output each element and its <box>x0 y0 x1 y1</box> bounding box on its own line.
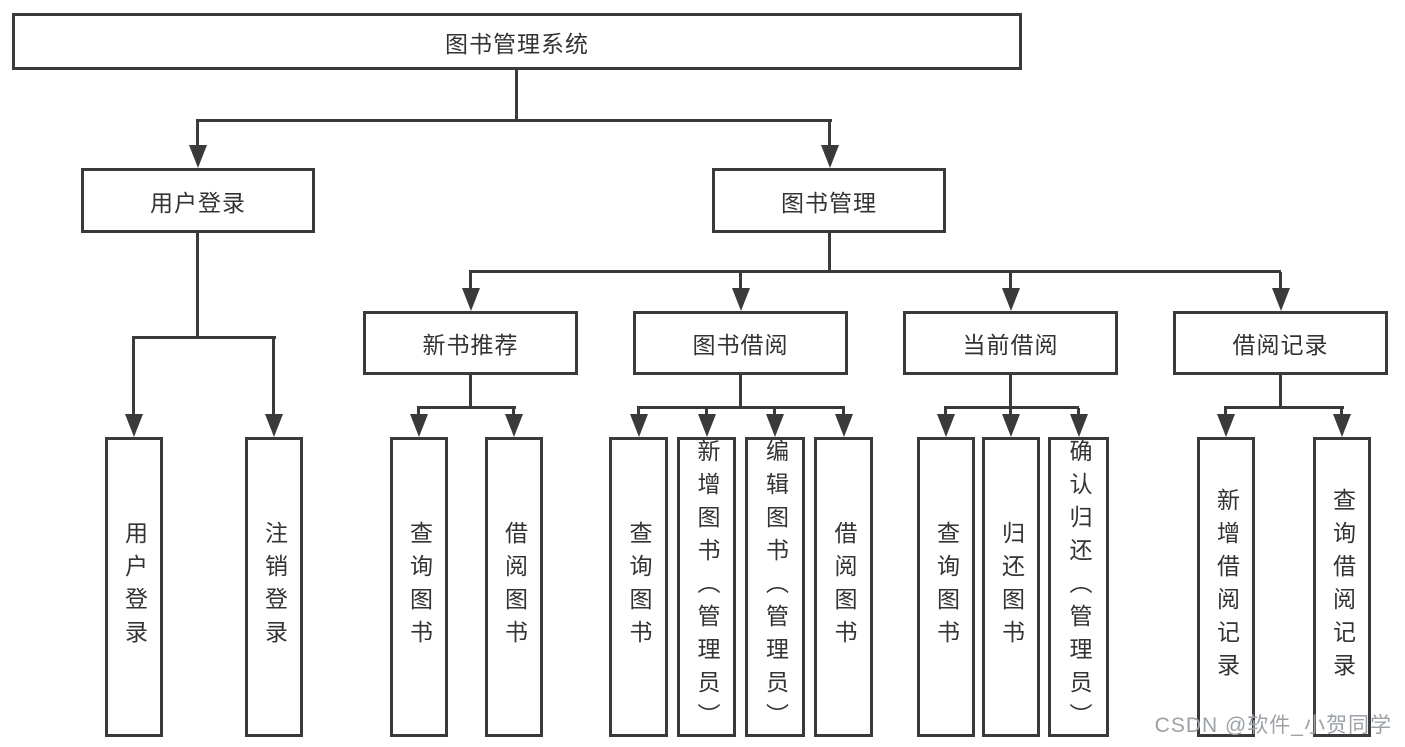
connector-line <box>637 406 845 409</box>
connector-line <box>1077 408 1080 416</box>
connector-line <box>469 375 472 407</box>
node-book-borrow: 图书借阅 <box>633 311 848 375</box>
node-root: 图书管理系统 <box>12 13 1022 70</box>
node-book-management: 图书管理 <box>712 168 946 233</box>
leaf-edit-books-admin: 编辑图书（管理员） <box>745 437 805 737</box>
connector-line <box>1340 408 1343 416</box>
arrowhead-down-icon <box>732 288 750 311</box>
connector-line <box>469 272 472 290</box>
arrowhead-down-icon <box>1002 414 1020 437</box>
node-label: 图书借阅 <box>692 332 789 358</box>
leaf-user-login: 用户登录 <box>105 437 163 737</box>
arrowhead-down-icon <box>766 414 784 437</box>
arrowhead-down-icon <box>937 414 955 437</box>
connector-line <box>842 408 845 416</box>
node-label: 借阅记录 <box>1232 332 1329 358</box>
connector-line <box>828 233 831 271</box>
arrowhead-down-icon <box>462 288 480 311</box>
leaf-label: 新增借阅记录 <box>1213 488 1240 686</box>
arrowhead-down-icon <box>189 145 207 168</box>
connector-line <box>739 272 742 290</box>
connector-line <box>1009 408 1012 416</box>
leaf-label: 查询借阅记录 <box>1329 488 1356 686</box>
leaf-label: 借阅图书 <box>501 521 528 653</box>
connector-line <box>196 121 199 147</box>
leaf-logout: 注销登录 <box>245 437 303 737</box>
node-label: 图书管理 <box>781 189 877 216</box>
connector-line <box>1224 408 1227 416</box>
arrowhead-down-icon <box>1217 414 1235 437</box>
connector-line <box>1279 272 1282 290</box>
leaf-add-borrow-record: 新增借阅记录 <box>1197 437 1255 737</box>
connector-line <box>705 408 708 416</box>
leaf-label: 查询图书 <box>406 521 433 653</box>
connector-line <box>944 408 947 416</box>
connector-line <box>739 375 742 407</box>
connector-line <box>828 121 831 147</box>
connector-line <box>1009 272 1012 290</box>
connector-line <box>469 270 1281 273</box>
leaf-borrow-books-recommend: 借阅图书 <box>485 437 543 737</box>
leaf-add-books-admin: 新增图书（管理员） <box>677 437 736 737</box>
leaf-label: 新增图书（管理员） <box>694 438 720 736</box>
leaf-label: 注销登录 <box>261 521 288 653</box>
connector-line <box>196 119 832 122</box>
node-user-login: 用户登录 <box>81 168 315 233</box>
leaf-label: 查询图书 <box>626 521 652 653</box>
node-label: 图书管理系统 <box>445 30 589 57</box>
leaf-query-books-current: 查询图书 <box>917 437 975 737</box>
connector-line <box>132 336 276 339</box>
connector-line <box>1009 375 1012 407</box>
connector-line <box>515 70 518 119</box>
leaf-label: 用户登录 <box>121 521 148 653</box>
leaf-label: 借阅图书 <box>831 521 857 653</box>
leaf-label: 查询图书 <box>933 521 960 653</box>
node-label: 当前借阅 <box>962 332 1059 358</box>
watermark: CSDN @软件_小贺同学 <box>1154 714 1392 737</box>
leaf-confirm-return-admin: 确认归还（管理员） <box>1048 437 1109 737</box>
node-current-borrow: 当前借阅 <box>903 311 1118 375</box>
arrowhead-down-icon <box>1070 414 1088 437</box>
connector-line <box>196 233 199 337</box>
leaf-return-books: 归还图书 <box>982 437 1040 737</box>
node-label: 新书推荐 <box>422 332 519 358</box>
arrowhead-down-icon <box>821 145 839 168</box>
leaf-query-books-recommend: 查询图书 <box>390 437 448 737</box>
arrowhead-down-icon <box>1333 414 1351 437</box>
arrowhead-down-icon <box>1272 288 1290 311</box>
arrowhead-down-icon <box>125 414 143 437</box>
connector-line <box>417 408 420 416</box>
leaf-query-borrow-record: 查询借阅记录 <box>1313 437 1371 737</box>
arrowhead-down-icon <box>630 414 648 437</box>
connector-line <box>417 406 516 409</box>
connector-line <box>944 406 1079 409</box>
arrowhead-down-icon <box>835 414 853 437</box>
arrowhead-down-icon <box>505 414 523 437</box>
arrowhead-down-icon <box>265 414 283 437</box>
leaf-label: 确认归还（管理员） <box>1066 438 1092 736</box>
connector-line <box>1279 375 1282 407</box>
connector-line <box>272 338 275 416</box>
connector-line <box>132 338 135 416</box>
node-new-book-recommend: 新书推荐 <box>363 311 578 375</box>
leaf-label: 归还图书 <box>998 521 1025 653</box>
leaf-query-books-borrow: 查询图书 <box>609 437 668 737</box>
connector-line <box>773 408 776 416</box>
node-borrow-records: 借阅记录 <box>1173 311 1388 375</box>
leaf-borrow-books: 借阅图书 <box>814 437 873 737</box>
connector-line <box>1224 406 1344 409</box>
arrowhead-down-icon <box>698 414 716 437</box>
leaf-label: 编辑图书（管理员） <box>762 438 789 736</box>
connector-line <box>637 408 640 416</box>
connector-line <box>512 408 515 416</box>
arrowhead-down-icon <box>410 414 428 437</box>
arrowhead-down-icon <box>1002 288 1020 311</box>
node-label: 用户登录 <box>150 189 246 216</box>
